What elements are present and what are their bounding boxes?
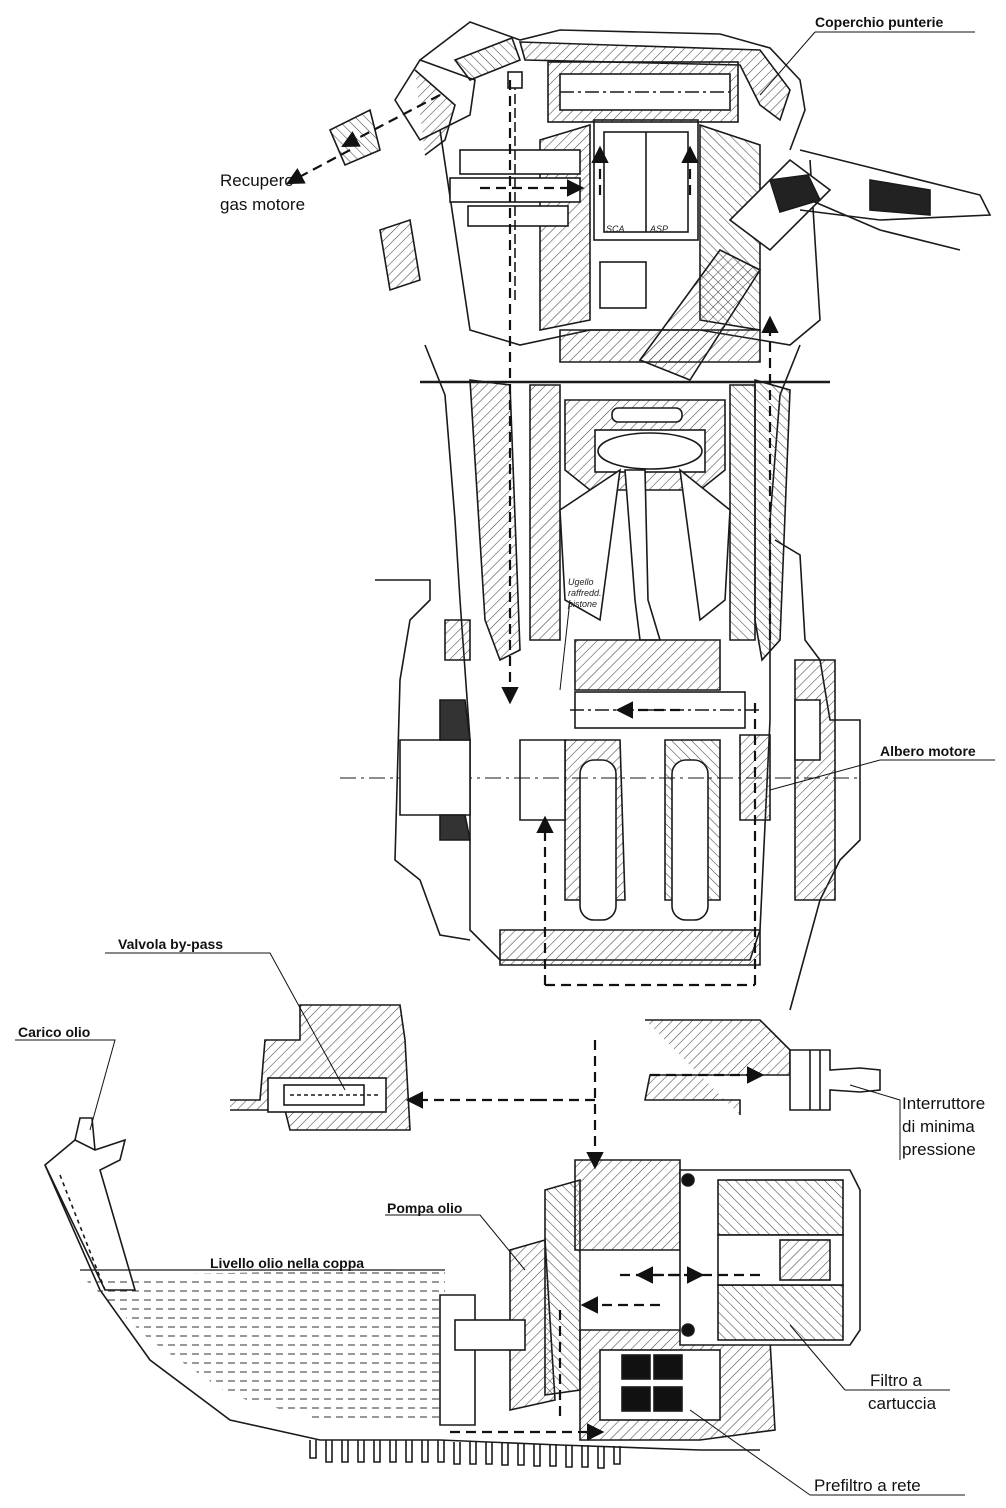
label-prefiltro: Prefiltro a rete	[814, 1476, 921, 1495]
oil-flow-lines	[286, 80, 779, 1441]
label-interruttore-line2: di minima	[902, 1117, 975, 1136]
label-valvola-bypass: Valvola by-pass	[118, 936, 224, 952]
bypass-valve-housing	[230, 1004, 411, 1131]
cartridge-filter	[679, 1169, 861, 1346]
leader-lines	[15, 31, 995, 1496]
right-crankcase	[774, 539, 861, 1011]
injector	[638, 149, 992, 381]
label-albero-motore: Albero motore	[880, 743, 976, 759]
label-filtro-line2: cartuccia	[868, 1394, 937, 1413]
cylinder-block	[420, 344, 830, 961]
label-asp: ASP	[650, 224, 669, 234]
label-sca: SCA	[606, 224, 625, 234]
label-livello-olio: Livello olio nella coppa	[210, 1255, 365, 1271]
label-carico-olio: Carico olio	[18, 1024, 91, 1040]
label-filtro-line1: Filtro a	[870, 1371, 922, 1390]
label-recupero-line1: Recupero	[220, 171, 294, 190]
label-ugello-line3: pistone	[568, 599, 598, 609]
oil-sump	[44, 1164, 760, 1469]
rocker-shafts	[449, 71, 581, 300]
breather-pipe	[328, 59, 476, 292]
left-crankcase	[375, 579, 471, 941]
crankshaft	[340, 691, 860, 966]
pressure-switch	[644, 1019, 881, 1115]
sump-fins	[309, 1440, 621, 1469]
prefilter-mesh	[621, 1354, 683, 1412]
label-recupero-line2: gas motore	[220, 195, 306, 214]
label-interruttore-line1: Interruttore	[902, 1094, 986, 1113]
label-ugello-line2: raffredd.	[568, 588, 602, 598]
label-ugello-line1: Ugello	[568, 577, 594, 587]
connecting-rod	[559, 468, 731, 691]
piston	[564, 399, 726, 491]
label-interruttore-line3: pressione	[902, 1140, 976, 1159]
label-pompa-olio: Pompa olio	[387, 1200, 463, 1216]
oil-filler	[44, 1117, 137, 1291]
label-coperchio-punterie: Coperchio punterie	[815, 14, 944, 30]
